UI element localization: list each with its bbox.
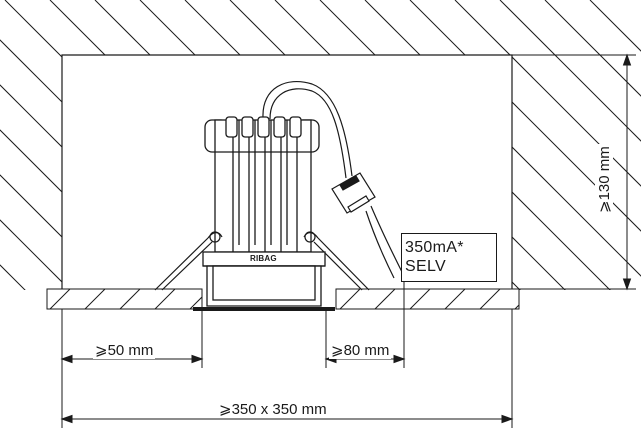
cavity-height-label: ⩾130 mm	[595, 144, 613, 215]
driver-voltage-label: SELV	[405, 258, 446, 275]
dimension-cavity-height	[512, 53, 636, 291]
dimension-cutout	[60, 309, 514, 428]
trim-ring	[193, 307, 335, 311]
dimension-side-clearance	[60, 309, 204, 368]
heat-sink	[204, 116, 320, 253]
driver-cable	[262, 80, 403, 279]
ceiling-board-right	[335, 288, 520, 310]
cutout-area-label: ⩾350 x 350 mm	[217, 400, 329, 418]
driver-current-label: 350mA*	[405, 239, 464, 256]
brand-label: RIBAG	[250, 254, 277, 263]
driver-spec-box: 350mA* SELV	[401, 233, 497, 282]
cable-clearance-label: ⩾80 mm	[329, 341, 392, 359]
lamp-housing	[202, 251, 326, 307]
cavity-outline	[61, 54, 513, 289]
side-clearance-label: ⩾50 mm	[93, 341, 156, 359]
mounting-clips	[154, 231, 370, 291]
ceiling-board-left	[46, 288, 203, 310]
connector-block	[331, 172, 376, 214]
